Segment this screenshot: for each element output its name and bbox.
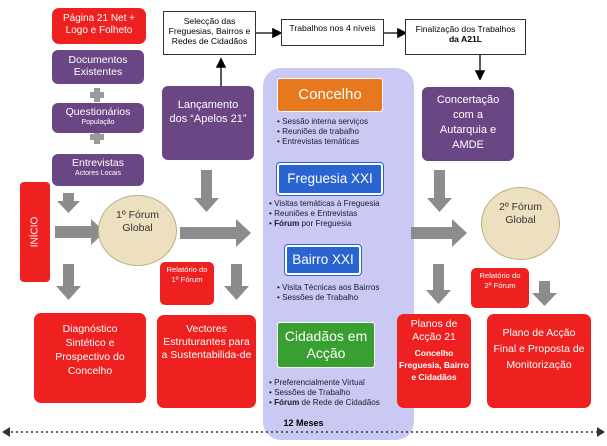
questionarios-title: Questionários — [65, 106, 131, 118]
forum-rest: de Rede de Cidadãos — [299, 398, 380, 408]
header-cidadaos: Cidadãos em Acção — [277, 322, 375, 368]
list-item: Sessões de Trabalho — [277, 293, 412, 303]
list-item: Reuniões e Entrevistas — [269, 209, 414, 219]
entrevistas-sub: Actores Locais — [75, 170, 121, 177]
arrow-down-diag — [56, 264, 81, 300]
forum2-ellipse: 2º Fórum Global — [481, 187, 560, 260]
list-freguesia: Visitas temáticas à Freguesia Reuniões e… — [269, 199, 414, 230]
lancamento-text: Lançamento dos “Apelos 21” — [169, 99, 247, 125]
inicio-text: INÍCIO — [29, 216, 41, 248]
finalizacao-text: Finalização dos Trabalhos — [415, 24, 516, 34]
box-diagnostico: Diagnóstico Sintético e Prospectivo do C… — [34, 313, 146, 403]
box-finalizacao: Finalização dos Trabalhos da A21L — [405, 19, 526, 55]
entrevistas-title: Entrevistas — [72, 157, 124, 169]
box-selecao: Selecção das Freguesias, Bairros e Redes… — [163, 11, 256, 55]
plus-icon — [90, 88, 104, 102]
forum2-text: 2º Fórum Global — [499, 201, 542, 226]
box-trabalhos: Trabalhos nos 4 níveis — [281, 19, 384, 46]
list-item: Visitas temáticas à Freguesia — [269, 199, 414, 209]
box-inicio: INÍCIO — [20, 182, 50, 282]
concelho-title: Concelho — [298, 86, 362, 103]
freguesia-title: Freguesia XXI — [287, 171, 373, 186]
box-documentos: Documentos Existentes — [52, 50, 144, 84]
list-item: Fórum de Rede de Cidadãos — [269, 398, 414, 408]
bairro-title: Bairro XXI — [292, 252, 354, 267]
forum-bold: Fórum — [274, 219, 300, 229]
arrow-down-entrevistas — [57, 193, 80, 213]
list-item: Fórum por Freguesia — [269, 219, 414, 229]
trabalhos-text: Trabalhos nos 4 níveis — [289, 23, 376, 33]
questionarios-sub: População — [81, 119, 115, 126]
relatorio1-text: Relatório do 1º Fórum — [166, 265, 208, 284]
arrow-down-vectores — [224, 264, 249, 300]
plano-final-text: Plano de Acção Final e Proposta de Monit… — [493, 327, 585, 371]
finalizacao-bold: da A21L — [448, 34, 483, 44]
timeline-left-arrowhead — [2, 427, 10, 437]
plus-icon — [90, 130, 104, 144]
box-plano-final: Plano de Acção Final e Proposta de Monit… — [487, 314, 591, 408]
box-vectores: Vectores Estruturantes para a Sustentabi… — [157, 315, 256, 408]
planos-sub: Concelho Freguesia, Bairro e Cidadãos — [399, 348, 469, 382]
arrow-right-inicio — [55, 219, 105, 245]
header-bairro: Bairro XXI — [284, 244, 362, 276]
forum1-ellipse: 1º Fórum Global — [98, 195, 177, 266]
arrow-down-planos — [426, 264, 451, 304]
arrow-down-lancamento — [194, 170, 219, 212]
forum1-text: 1º Fórum Global — [116, 209, 159, 234]
forum-bold: Fórum — [274, 398, 300, 408]
box-lancamento: Lançamento dos “Apelos 21” — [162, 86, 254, 160]
documentos-text: Documentos Existentes — [68, 54, 128, 78]
grey-down-arrows — [56, 170, 557, 306]
box-relatorio2: Relatório do 2º Fórum — [471, 268, 529, 308]
list-item: Preferencialmente Virtual — [269, 378, 414, 388]
list-item: Sessões de Trabalho — [269, 388, 414, 398]
header-freguesia: Freguesia XXI — [276, 162, 384, 196]
diagnostico-text: Diagnóstico Sintético e Prospectivo do C… — [55, 323, 125, 377]
box-pagina21: Página 21 Net + Logo e Folheto — [52, 8, 146, 44]
list-item: Visita Técnicas aos Bairros — [277, 283, 412, 293]
planos-title: Planos de Acção 21 — [410, 318, 458, 343]
arrow-right-bairro — [411, 219, 467, 247]
arrow-down-final — [532, 281, 557, 306]
timeline-label: 12 Meses — [283, 418, 324, 428]
box-entrevistas: Entrevistas Actores Locais — [52, 154, 144, 186]
list-item: Sessão interna serviços — [277, 117, 412, 127]
arrow-right-forum1 — [180, 219, 251, 247]
list-concelho: Sessão interna serviços Reuniões de trab… — [277, 117, 412, 148]
arrow-down-concertacao — [427, 170, 452, 212]
cidadaos-title: Cidadãos em Acção — [284, 328, 368, 361]
relatorio2-text: Relatório do 2º Fórum — [479, 271, 521, 290]
list-item: Reuniões de trabalho — [277, 127, 412, 137]
vectores-text: Vectores Estruturantes para a Sustentabi… — [161, 323, 252, 361]
header-concelho: Concelho — [277, 78, 383, 112]
list-item: Entrevistas temáticas — [277, 137, 412, 147]
list-bairro: Visita Técnicas aos Bairros Sessões de T… — [277, 283, 412, 303]
box-questionarios: Questionários População — [52, 103, 144, 133]
box-concertacao: Concertação com a Autarquia e AMDE — [422, 87, 514, 161]
selecao-text: Selecção das Freguesias, Bairros e Redes… — [168, 16, 251, 46]
timeline-right-arrowhead — [597, 427, 605, 437]
box-relatorio1: Relatório do 1º Fórum — [160, 262, 214, 305]
grey-right-arrows — [55, 219, 467, 247]
list-cidadaos: Preferencialmente Virtual Sessões de Tra… — [269, 378, 414, 409]
plus-connectors — [90, 88, 104, 144]
pagina21-text: Página 21 Net + Logo e Folheto — [63, 13, 135, 36]
concertacao-text: Concertação com a Autarquia e AMDE — [436, 94, 500, 151]
forum-rest: por Freguesia — [299, 219, 352, 229]
box-planos: Planos de Acção 21 Concelho Freguesia, B… — [397, 314, 471, 408]
